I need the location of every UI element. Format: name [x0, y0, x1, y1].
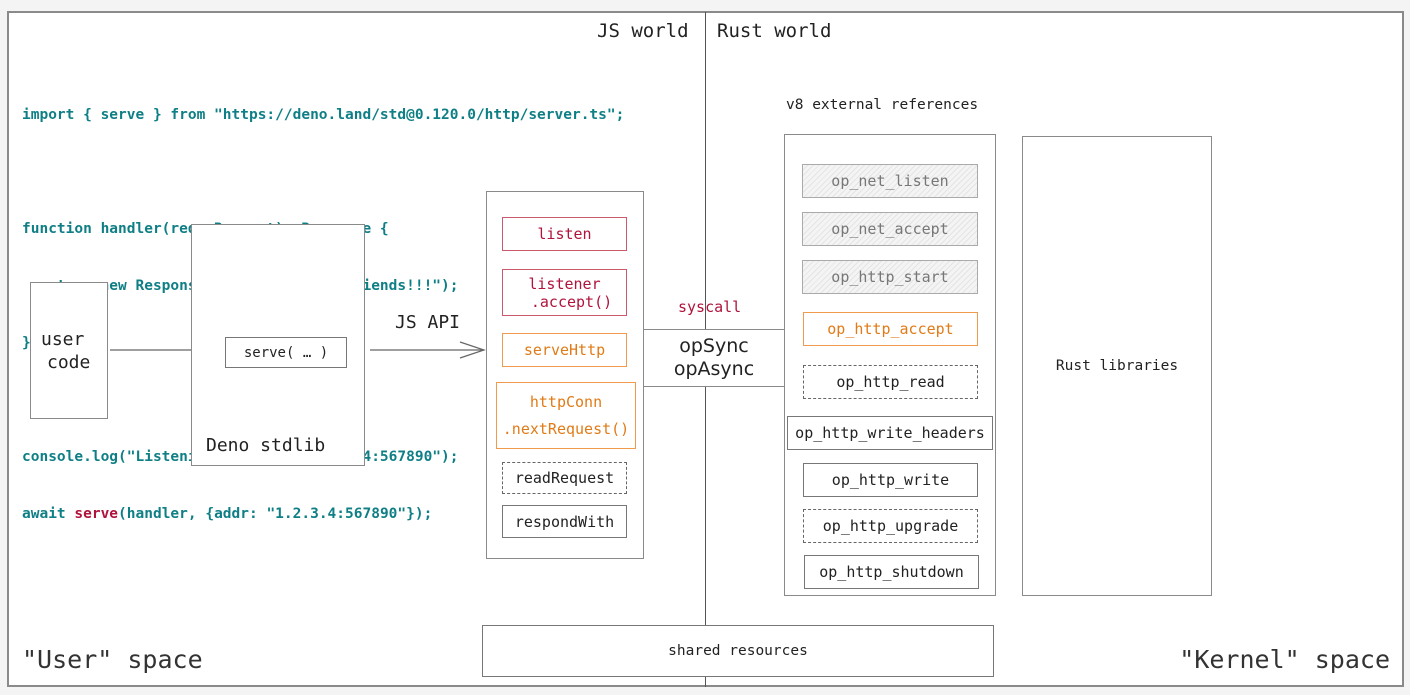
deno-stdlib-label: Deno stdlib	[206, 435, 326, 456]
op-sync-label: opSync	[679, 335, 749, 357]
op-net-listen: op_net_listen	[802, 164, 978, 198]
serve-function-box: serve( … )	[225, 337, 347, 368]
js-api-listener-accept: listener .accept()	[502, 269, 627, 316]
user-code-box	[30, 282, 108, 419]
js-api-httpconn-nextrequest: httpConn .nextRequest()	[496, 382, 636, 449]
syscall-label: syscall	[678, 298, 742, 316]
shared-resources-label: shared resources	[668, 643, 808, 659]
v8-external-references-label: v8 external references	[786, 97, 979, 113]
rust-libraries-box: Rust libraries	[1022, 136, 1212, 596]
code-snippet: import { serve } from "https://deno.land…	[22, 68, 624, 543]
op-async-label: opAsync	[673, 358, 755, 380]
arrow-stdlib-to-jsapi	[370, 341, 486, 359]
code-line: import { serve } from "https://deno.land…	[22, 107, 625, 123]
code-await: await	[22, 506, 75, 522]
op-http-write: op_http_write	[803, 463, 978, 497]
op-dispatch-label: opSync opAsync	[674, 335, 754, 381]
code-line: }	[22, 335, 31, 351]
code-serve-highlight: serve	[74, 506, 119, 522]
op-http-write-headers: op_http_write_headers	[787, 416, 993, 450]
op-http-start: op_http_start	[802, 260, 978, 294]
js-api-httpconn-line1: httpConn	[529, 392, 603, 411]
user-code-label-line1: user	[41, 329, 85, 350]
js-api-servehttp: serveHttp	[502, 333, 627, 367]
code-line	[22, 163, 624, 182]
js-api-httpconn-line2: .nextRequest()	[502, 419, 630, 438]
code-line: await serve(handler, {addr: "1.2.3.4:567…	[22, 505, 624, 524]
op-net-accept: op_net_accept	[802, 212, 978, 246]
js-api-listener-line2: .accept()	[530, 292, 613, 311]
op-dispatch-box: opSync opAsync	[643, 329, 785, 387]
js-api-listener-line1: listener	[528, 274, 601, 293]
op-http-shutdown: op_http_shutdown	[804, 555, 979, 589]
js-api-container	[486, 191, 644, 559]
shared-resources-box: shared resources	[482, 625, 994, 677]
js-api-listen: listen	[502, 217, 627, 251]
rust-libraries-label: Rust libraries	[1055, 358, 1179, 374]
code-serve-args: (handler, {addr: "1.2.3.4:567890"});	[118, 506, 433, 522]
user-code-label: user code	[41, 328, 90, 374]
op-http-accept: op_http_accept	[803, 312, 978, 346]
js-api-respondwith: respondWith	[502, 505, 627, 538]
rust-world-label: Rust world	[717, 20, 832, 42]
kernel-space-label: "Kernel" space	[1179, 645, 1390, 674]
op-http-upgrade: op_http_upgrade	[803, 509, 978, 543]
op-http-read: op_http_read	[803, 365, 978, 399]
js-world-label: JS world	[597, 20, 689, 42]
js-api-readrequest: readRequest	[502, 462, 627, 494]
js-api-label: JS API	[395, 312, 461, 333]
user-space-label: "User" space	[22, 645, 203, 674]
user-code-label-line2: code	[47, 352, 91, 373]
